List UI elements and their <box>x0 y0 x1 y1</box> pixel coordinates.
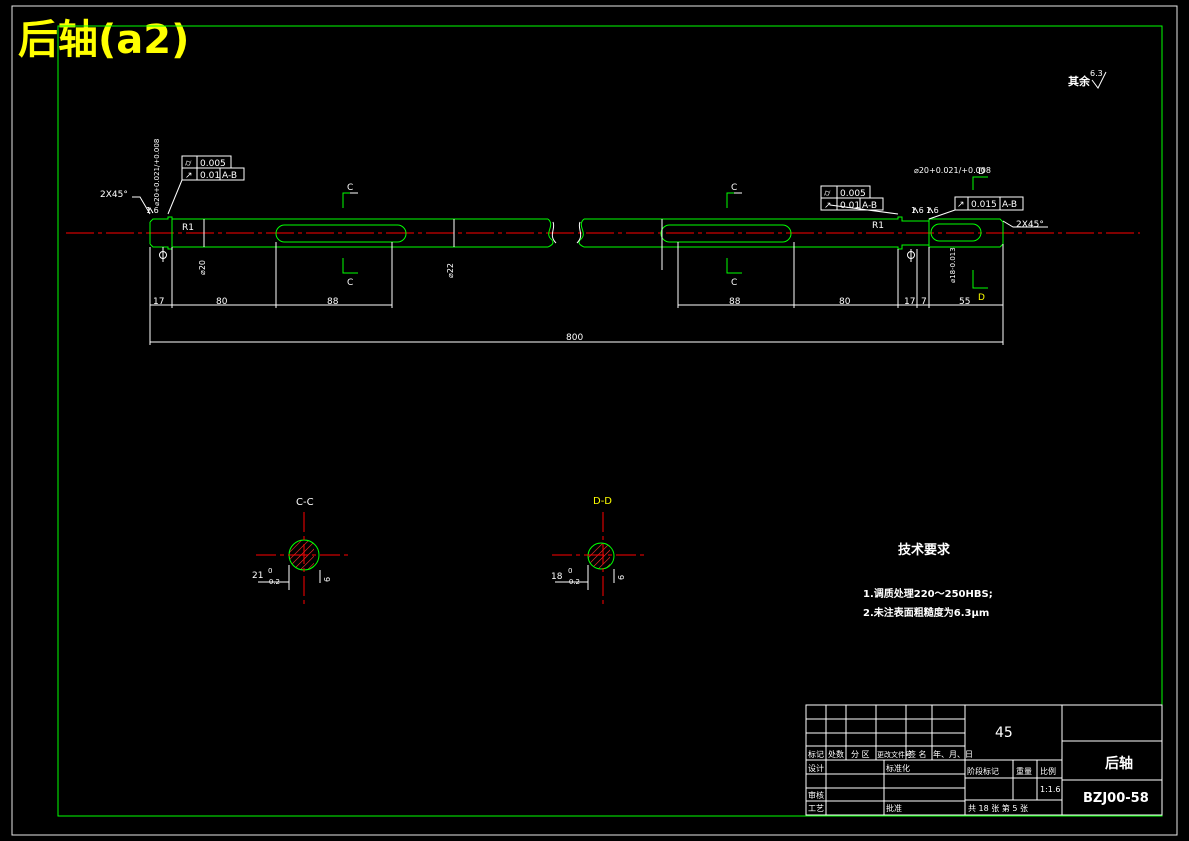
svg-text:标记: 标记 <box>808 749 824 759</box>
section-mark-d-2: D <box>978 293 985 303</box>
section-mark-c-3: C <box>731 183 737 193</box>
svg-text:C-C: C-C <box>296 497 314 508</box>
svg-text:审核: 审核 <box>808 790 824 800</box>
svg-text:A-B: A-B <box>862 201 877 211</box>
shaft-outline-right <box>578 216 1004 250</box>
section-cc: C-C 21 0 −0.2 6 <box>252 497 352 608</box>
svg-text:21: 21 <box>252 571 263 581</box>
svg-text:−0.2: −0.2 <box>263 578 280 586</box>
svg-text:0.005: 0.005 <box>200 159 226 169</box>
svg-text:−0.2: −0.2 <box>563 578 580 586</box>
svg-text:↗: ↗ <box>185 171 193 181</box>
section-mark-d-1: D <box>978 167 985 177</box>
outer-border <box>11 5 1178 836</box>
dimension-lines <box>149 219 1004 345</box>
material: 45 <box>995 725 1013 741</box>
svg-text:A-B: A-B <box>1002 200 1017 210</box>
dia-22: ⌀22 <box>446 263 455 278</box>
roughness-right-1: 1.6 <box>911 206 924 215</box>
svg-text:↗: ↗ <box>957 200 965 210</box>
scale: 1:1.6 <box>1040 785 1061 794</box>
dim-7: 7 <box>921 297 927 307</box>
dim-55: 55 <box>959 297 970 307</box>
dim-total: 800 <box>566 333 583 343</box>
svg-text:0.01: 0.01 <box>840 201 860 211</box>
chamfer-left: 2X45° <box>100 190 128 200</box>
svg-text:更改文件号: 更改文件号 <box>877 750 912 759</box>
svg-text:标准化: 标准化 <box>886 763 910 773</box>
break-line-right <box>576 221 582 244</box>
dim-17-right: 17 <box>904 297 915 307</box>
dim-80-right: 80 <box>839 297 851 307</box>
dim-88-right: 88 <box>729 297 741 307</box>
svg-text:0.015: 0.015 <box>971 200 997 210</box>
radius-right: R1 <box>872 221 884 231</box>
section-dd: D-D 18 0 −0.2 6 <box>551 496 648 604</box>
tech-title: 技术要求 <box>898 542 951 558</box>
roughness-right-2: 1.6 <box>926 206 939 215</box>
svg-text:重量: 重量 <box>1016 766 1032 776</box>
svg-text:0: 0 <box>568 567 572 575</box>
roughness-note: 其余 6.3 <box>1068 69 1107 89</box>
svg-text:共 18 张 第 5 张: 共 18 张 第 5 张 <box>968 803 1028 813</box>
svg-text:处数: 处数 <box>828 749 844 759</box>
dia-18: ⌀18-0.013 <box>949 247 957 283</box>
section-mark-c-2: C <box>347 278 353 288</box>
drawing-number: BZJ00-58 <box>1083 791 1149 806</box>
dim-17-left: 17 <box>153 297 164 307</box>
svg-text:↗: ↗ <box>824 201 832 211</box>
svg-text:6: 6 <box>617 575 626 580</box>
svg-text:其余: 其余 <box>1068 74 1091 88</box>
tolerance-frame-right-2: ↗ 0.015 A-B <box>954 196 1024 211</box>
section-mark-c-1: C <box>347 183 353 193</box>
svg-text:6.3: 6.3 <box>1090 69 1103 78</box>
tolerance-frame-right-1: ⌭ 0.005 ↗ 0.01 A-B <box>820 185 884 211</box>
tolerance-frame-left: ⌭ 0.005 ↗ 0.01 A-B <box>181 155 245 181</box>
inner-border <box>57 25 1163 817</box>
svg-text:⌭: ⌭ <box>824 189 831 199</box>
svg-text:6: 6 <box>323 577 332 582</box>
page-title: 后轴(a2) <box>18 17 190 63</box>
part-name: 后轴 <box>1105 755 1133 772</box>
tech-item-2: 2.未注表面粗糙度为6.3μm <box>863 606 989 619</box>
dim-80-left: 80 <box>216 297 228 307</box>
svg-text:D-D: D-D <box>593 496 612 507</box>
roughness-left: 1.6 <box>146 206 159 215</box>
chamfer-right: 2X45° <box>1016 220 1044 230</box>
dia-right-top: ⌀20+0.021/+0.008 <box>914 166 991 175</box>
svg-text:设计: 设计 <box>808 763 824 773</box>
svg-text:0.01: 0.01 <box>200 171 220 181</box>
radius-left: R1 <box>182 223 194 233</box>
datum-symbols <box>159 247 915 262</box>
svg-text:A-B: A-B <box>222 171 237 181</box>
svg-text:阶段标记: 阶段标记 <box>967 766 999 776</box>
svg-text:分 区: 分 区 <box>851 750 870 759</box>
svg-text:比例: 比例 <box>1040 766 1056 776</box>
title-block <box>805 704 1163 816</box>
tech-item-1: 1.调质处理220～250HBS; <box>863 587 993 600</box>
svg-text:18: 18 <box>551 572 563 582</box>
svg-text:⌭: ⌭ <box>185 159 192 169</box>
dia-left-top: ⌀20+0.021/+0.008 <box>153 139 161 206</box>
svg-text:批准: 批准 <box>886 803 902 813</box>
break-line-left <box>551 221 557 244</box>
leader-lines <box>132 179 1048 228</box>
svg-text:0: 0 <box>268 567 272 575</box>
dia-20: ⌀20 <box>198 260 207 275</box>
tech-requirements: 技术要求 1.调质处理220～250HBS; 2.未注表面粗糙度为6.3μm <box>863 542 993 619</box>
svg-text:签 名: 签 名 <box>908 749 927 759</box>
svg-text:0.005: 0.005 <box>840 189 866 199</box>
section-mark-c-4: C <box>731 278 737 288</box>
svg-text:年、月、日: 年、月、日 <box>933 749 973 759</box>
dim-88-left: 88 <box>327 297 339 307</box>
svg-text:工艺: 工艺 <box>808 804 824 813</box>
